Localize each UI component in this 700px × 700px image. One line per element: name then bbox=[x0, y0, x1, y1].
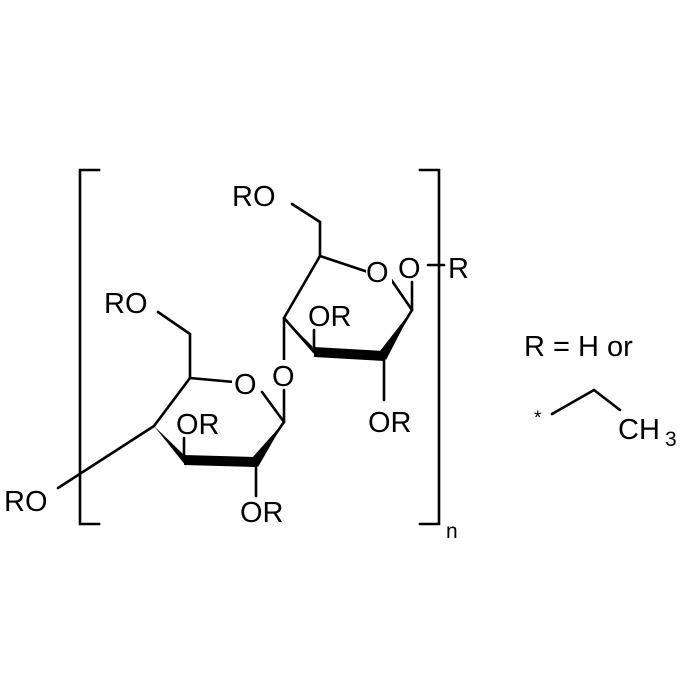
glycosidic-oxygen-label: O bbox=[272, 361, 295, 393]
ethyl-group: * CH 3 bbox=[534, 388, 677, 451]
or-lower-c2-label: OR bbox=[240, 497, 284, 529]
upper-ring-front-bond bbox=[314, 347, 384, 361]
or-lower-c3-label: OR bbox=[176, 409, 220, 441]
ro-top-label: RO bbox=[232, 181, 276, 213]
lower-ring-front-bond bbox=[184, 455, 256, 467]
right-bracket bbox=[418, 168, 441, 526]
repeat-subscript-n: n bbox=[446, 520, 458, 543]
lower-ring-oxygen-label: O bbox=[234, 369, 257, 401]
r-definition-text: R = H or bbox=[524, 331, 633, 363]
ro-left-label: RO bbox=[104, 288, 148, 320]
or-upper-c2-label: OR bbox=[368, 407, 412, 439]
subscript-three: 3 bbox=[665, 428, 677, 451]
anomeric-r-label: R bbox=[448, 253, 469, 285]
attachment-star: * bbox=[534, 408, 542, 429]
ro-bottom-left-label: RO bbox=[4, 486, 48, 518]
left-bracket bbox=[78, 168, 101, 526]
upper-ring-oxygen-label: O bbox=[366, 257, 389, 289]
upper-glucose-ring bbox=[282, 202, 446, 402]
ch-label: CH bbox=[618, 414, 660, 446]
anomeric-oxygen-label: O bbox=[398, 253, 421, 285]
or-upper-c3-label: OR bbox=[308, 301, 352, 333]
lower-glucose-ring bbox=[56, 310, 286, 498]
